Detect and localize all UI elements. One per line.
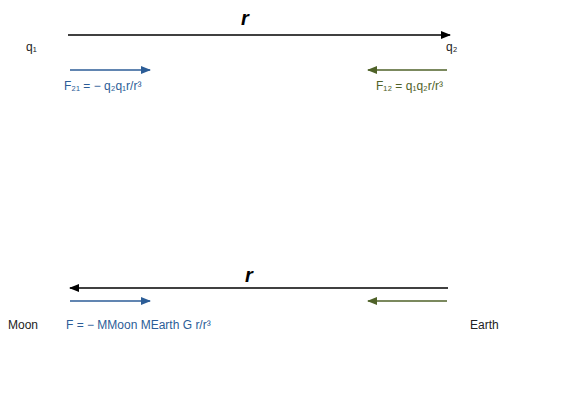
circle-outline	[335, 175, 561, 401]
earth-circle: Earth	[335, 175, 561, 401]
force-arrow	[70, 69, 150, 71]
force-formula: F₂₁ = − q₂q₁r/r³	[64, 79, 141, 93]
vector-label: r	[241, 6, 249, 30]
charge-label: q₂	[446, 40, 457, 54]
vector-arrow	[70, 287, 448, 289]
body-name: Earth	[470, 318, 499, 332]
force-formula: F₁₂ = q₁q₂r/r³	[376, 79, 443, 93]
body-name: Moon	[8, 318, 38, 332]
force-arrow	[70, 300, 150, 302]
force-arrow	[368, 300, 447, 302]
charge-label: q₁	[26, 40, 37, 54]
force-arrow	[368, 69, 447, 71]
vector-label: r	[245, 263, 253, 287]
circle-outline	[38, 256, 102, 320]
moon-circle: Moon	[38, 256, 102, 320]
force-formula: F = − MMoon MEarth G r/r³	[66, 318, 211, 332]
vector-arrow	[68, 34, 450, 36]
